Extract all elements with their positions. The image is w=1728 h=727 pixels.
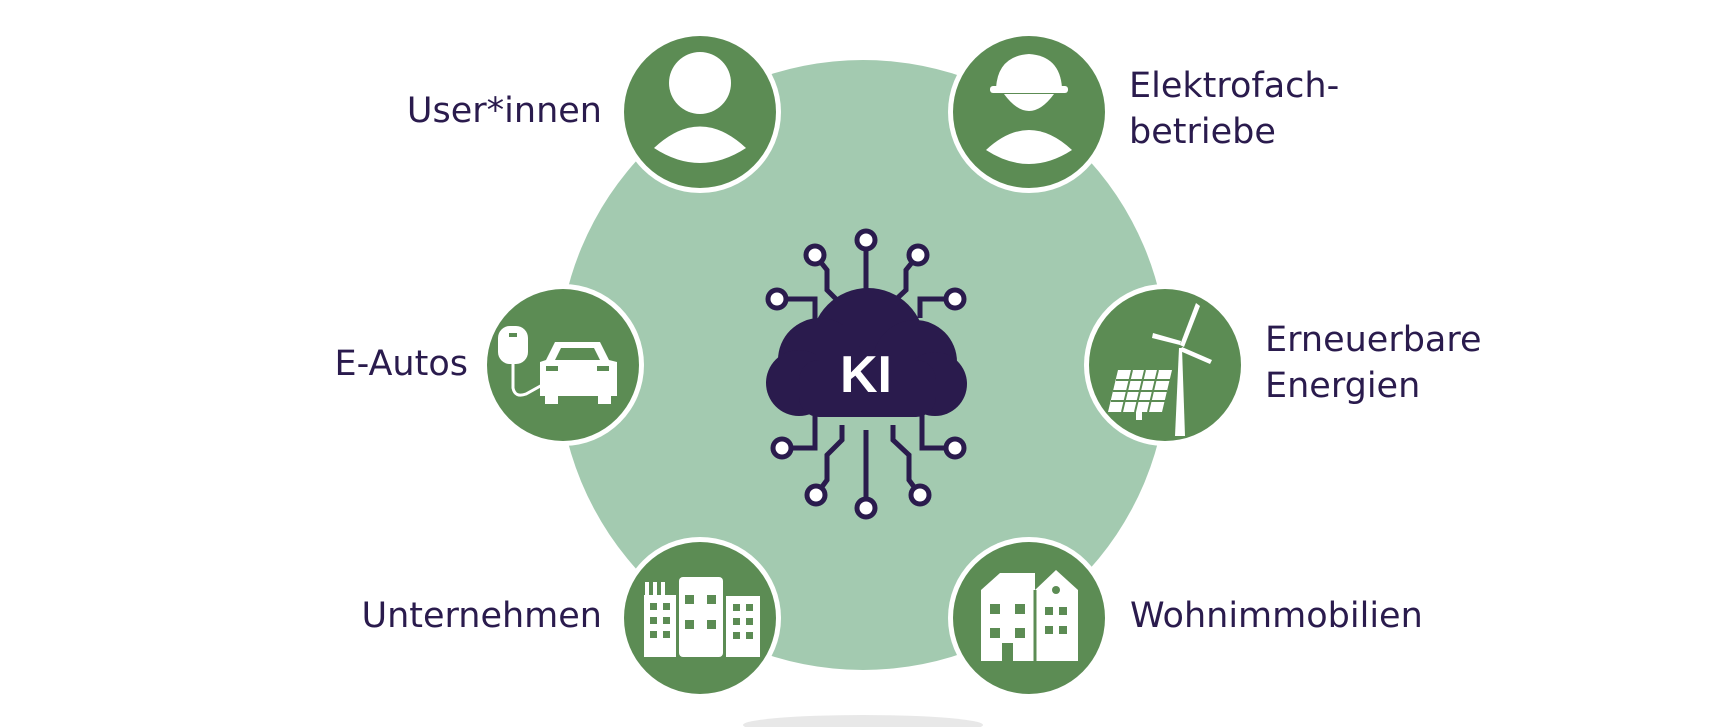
center-label: KI xyxy=(840,346,892,404)
label-ev-line-1: E-Autos xyxy=(334,344,468,384)
residential-house-icon xyxy=(981,570,1078,661)
label-companies: Unternehmen xyxy=(361,593,602,639)
label-electricians: Elektrofach- betriebe xyxy=(1129,63,1339,155)
ev-charging-car-icon xyxy=(498,326,617,404)
ground-shadow xyxy=(743,715,983,727)
node-companies[interactable] xyxy=(619,537,781,699)
label-residential-line-1: Wohnimmobilien xyxy=(1130,596,1423,636)
node-users[interactable] xyxy=(619,31,781,193)
node-renewables[interactable] xyxy=(1084,284,1246,446)
label-renewables-line-1: Erneuerbare xyxy=(1265,320,1482,360)
hardhat-worker-icon xyxy=(986,54,1072,164)
label-electricians-line-2: betriebe xyxy=(1129,112,1276,152)
node-ev[interactable] xyxy=(482,284,644,446)
wind-solar-icon xyxy=(1108,303,1212,436)
label-residential: Wohnimmobilien xyxy=(1130,593,1423,639)
label-ev: E-Autos xyxy=(335,341,468,387)
office-buildings-icon xyxy=(644,577,760,657)
label-users-line-1: User*innen xyxy=(406,91,602,131)
node-residential[interactable] xyxy=(948,537,1110,699)
cloud-circuit-icon xyxy=(765,228,967,520)
label-renewables: Erneuerbare Energien xyxy=(1265,317,1482,409)
ki-cloud xyxy=(766,288,967,417)
node-electricians[interactable] xyxy=(948,31,1110,193)
label-users: User*innen xyxy=(407,88,602,134)
person-icon xyxy=(654,52,746,163)
label-companies-line-1: Unternehmen xyxy=(361,596,602,636)
label-electricians-line-1: Elektrofach- xyxy=(1129,66,1340,106)
label-renewables-line-2: Energien xyxy=(1265,366,1421,406)
